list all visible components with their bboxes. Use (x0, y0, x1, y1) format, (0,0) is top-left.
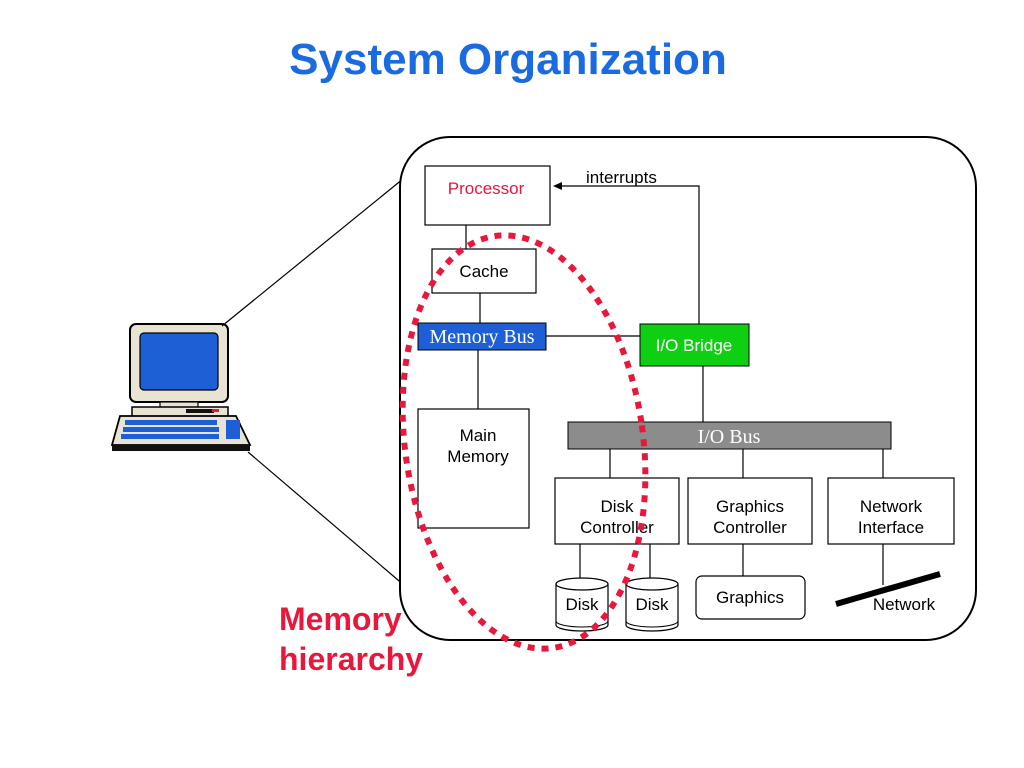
network-interface-box: Network Interface (827, 477, 955, 545)
zoom-line-top (221, 169, 415, 327)
graphics-label: Graphics (716, 588, 784, 607)
network-cable-line (835, 571, 941, 607)
network-interface-label-line2: Interface (858, 518, 924, 537)
disk-controller-box: Disk Controller (554, 477, 680, 545)
cache-box: Cache (431, 248, 537, 294)
disk-1: Disk (555, 577, 609, 632)
processor-label: Processor (448, 179, 525, 198)
io-bus-label: I/O Bus (698, 426, 761, 448)
disk-1-label: Disk (565, 595, 599, 614)
io-bus-box: I/O Bus (567, 421, 892, 450)
network-interface-label-line1: Network (860, 497, 923, 516)
memory-hierarchy-label-line2: hierarchy (279, 641, 423, 677)
main-memory-box: Main Memory (417, 408, 530, 529)
interrupts-line (556, 185, 700, 337)
graphics-controller-box: Graphics Controller (687, 477, 813, 545)
interrupts-label: interrupts (586, 168, 657, 187)
memory-bus-box: Memory Bus (417, 322, 547, 351)
monitor-screen (139, 332, 219, 391)
page-title: System Organization (289, 35, 727, 84)
memory-hierarchy-outline (399, 232, 649, 652)
zoom-line-bottom (247, 451, 413, 593)
interrupts-arrowhead (553, 182, 562, 190)
io-bridge-label: I/O Bridge (656, 336, 733, 355)
main-memory-label-line1: Main (460, 426, 497, 445)
disk-2: Disk (625, 577, 679, 632)
memory-hierarchy-label-line1: Memory (279, 601, 402, 637)
network-cable: Network (835, 571, 941, 614)
cache-label: Cache (459, 262, 508, 281)
processor-box: Processor (424, 165, 551, 226)
disk-controller-label-line2: Controller (580, 518, 654, 537)
graphics-controller-label-line1: Graphics (716, 497, 784, 516)
disk-2-label: Disk (635, 595, 669, 614)
memory-bus-label: Memory Bus (430, 326, 535, 348)
graphics-controller-label-line2: Controller (713, 518, 787, 537)
network-label: Network (873, 595, 936, 614)
main-memory-label-line2: Memory (447, 447, 509, 466)
graphics-box: Graphics (695, 575, 806, 620)
disk-controller-label-line1: Disk (600, 497, 634, 516)
io-bridge-box: I/O Bridge (639, 323, 750, 367)
computer-icon (110, 323, 252, 451)
